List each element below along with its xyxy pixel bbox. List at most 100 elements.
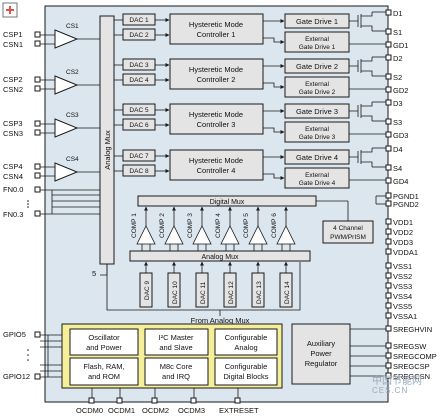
pin-d4: D4 [393, 145, 403, 154]
pin-ocdm2: OCDM2 [142, 406, 169, 415]
controller-line2: Controller 4 [197, 166, 236, 175]
controller-2 [169, 58, 264, 90]
pin-sregcsn: SREGCSN [393, 372, 430, 381]
controller-line2: Controller 2 [197, 75, 236, 84]
dac-bottom-label: DAC 10 [172, 281, 179, 304]
pin-d3: D3 [393, 99, 403, 108]
watermark-site-name: 中国节能网 [372, 376, 422, 387]
cs-amp-label: CS1 [66, 23, 79, 30]
core-line1: Flash, RAM, [83, 362, 124, 371]
comp-label: COMP 3 [187, 213, 194, 238]
pin-pgnd1: PGND1 [393, 192, 419, 201]
pin-gd2: GD2 [393, 86, 408, 95]
aux-power-regulator [291, 323, 351, 385]
pin-sregsw: SREGSW [393, 342, 427, 351]
left-pins [34, 31, 41, 380]
pin-gd4: GD4 [393, 177, 408, 186]
pin-vss2: VSS2 [393, 272, 412, 281]
pin-s1: S1 [393, 28, 402, 37]
site-logo-icon [2, 2, 18, 18]
controller-3 [169, 103, 264, 135]
ext-gate-line2: Gate Drive 2 [299, 89, 336, 96]
comp-label: COMP 4 [215, 213, 222, 238]
ext-gate-line2: Gate Drive 1 [299, 44, 336, 51]
core-line2: Digital Blocks [223, 372, 268, 381]
pin-gpio5: GPIO5 [3, 330, 26, 339]
analog-mux-vertical-label: Analog Mux [103, 130, 112, 170]
pin-fn00: FN0.0 [3, 185, 23, 194]
core-line1: I²C Master [158, 333, 194, 342]
dac-bottom-label: DAC 11 [200, 281, 207, 304]
cs-amp-label: CS4 [66, 156, 79, 163]
dac-bottom-label: DAC 12 [228, 281, 235, 304]
pin-csp2: CSP2 [3, 75, 23, 84]
controller-line1: Hysteretic Mode [189, 65, 243, 74]
pin-vdd1: VDD1 [393, 218, 413, 227]
pin-ocdm3: OCDM3 [178, 406, 205, 415]
pin-sreghvin: SREGHVIN [393, 325, 432, 334]
comp-label: COMP 6 [271, 213, 278, 238]
pin-ocdm1: OCDM1 [108, 406, 135, 415]
pin-s3: S3 [393, 118, 402, 127]
comp-label: COMP 1 [131, 213, 138, 238]
gate-drive-label: Gate Drive 3 [296, 107, 338, 116]
core-line2: and ROM [88, 372, 120, 381]
dac-label: DAC 4 [129, 77, 149, 84]
core-line1: M8c Core [160, 362, 193, 371]
controller-line1: Hysteretic Mode [189, 156, 243, 165]
pin-d2: D2 [393, 54, 403, 63]
pin-s2: S2 [393, 73, 402, 82]
pin-vss3: VSS3 [393, 282, 412, 291]
pin-csp3: CSP3 [3, 119, 23, 128]
ext-gate-line1: External [305, 172, 329, 179]
dac-bottom-label: DAC 13 [256, 281, 263, 304]
comp-label: COMP 2 [159, 213, 166, 238]
bottom-dacs [139, 272, 293, 308]
gate-drive-label: Gate Drive 2 [296, 62, 338, 71]
core-line2: Analog [234, 343, 257, 352]
pin-gd3: GD3 [393, 131, 408, 140]
from-analog-mux-label: From Analog Mux [191, 316, 250, 325]
pin-vdd3: VDD3 [393, 238, 413, 247]
right-pins [385, 9, 392, 379]
controller-line2: Controller 1 [197, 30, 236, 39]
comp-label: COMP 5 [243, 213, 250, 238]
mosfet-icons [349, 11, 388, 181]
cs-amp-label: CS3 [66, 112, 79, 119]
pin-sregcsp: SREGCSP [393, 362, 430, 371]
pin-vssa1: VSSA1 [393, 312, 417, 321]
pin-csp1: CSP1 [3, 30, 23, 39]
bus-width-label: 5 [92, 269, 96, 278]
pin-extreset: EXTRESET [219, 406, 259, 415]
gate-drive-label: Gate Drive 1 [296, 17, 338, 26]
core-line1: Configurable [225, 362, 268, 371]
dac-label: DAC 5 [129, 107, 149, 114]
pin-csn3: CSN3 [3, 129, 23, 138]
pwm-line2: PWM/PrISM [330, 234, 366, 241]
ext-gate-line1: External [305, 126, 329, 133]
ext-gate-line2: Gate Drive 3 [299, 134, 336, 141]
dac-boxes [122, 13, 156, 177]
dac-bottom-label: DAC 9 [144, 280, 151, 300]
aux-line2: Power [310, 349, 332, 358]
cs-amp-label: CS2 [66, 69, 79, 76]
pwm-line1: 4 Channel [333, 225, 363, 232]
core-line1: Configurable [225, 333, 268, 342]
pin-sregcomp: SREGCOMP [393, 352, 437, 361]
dac-label: DAC 1 [129, 17, 149, 24]
digital-mux-label: Digital Mux [210, 199, 245, 206]
cs-amp-2: CS2 [54, 69, 79, 95]
ext-gate-line1: External [305, 81, 329, 88]
pin-vdda1: VDDA1 [393, 248, 418, 257]
core-line2: and Slave [159, 343, 192, 352]
ext-gate-line1: External [305, 36, 329, 43]
dac-label: DAC 3 [129, 62, 149, 69]
core-line2: and Power [86, 343, 122, 352]
bottom-pin-squares [88, 397, 241, 404]
fn-dots [27, 200, 29, 361]
comparators [136, 225, 296, 245]
pin-vss5: VSS5 [393, 302, 412, 311]
dac-label: DAC 8 [129, 168, 149, 175]
cs-amp-3: CS3 [54, 112, 79, 138]
